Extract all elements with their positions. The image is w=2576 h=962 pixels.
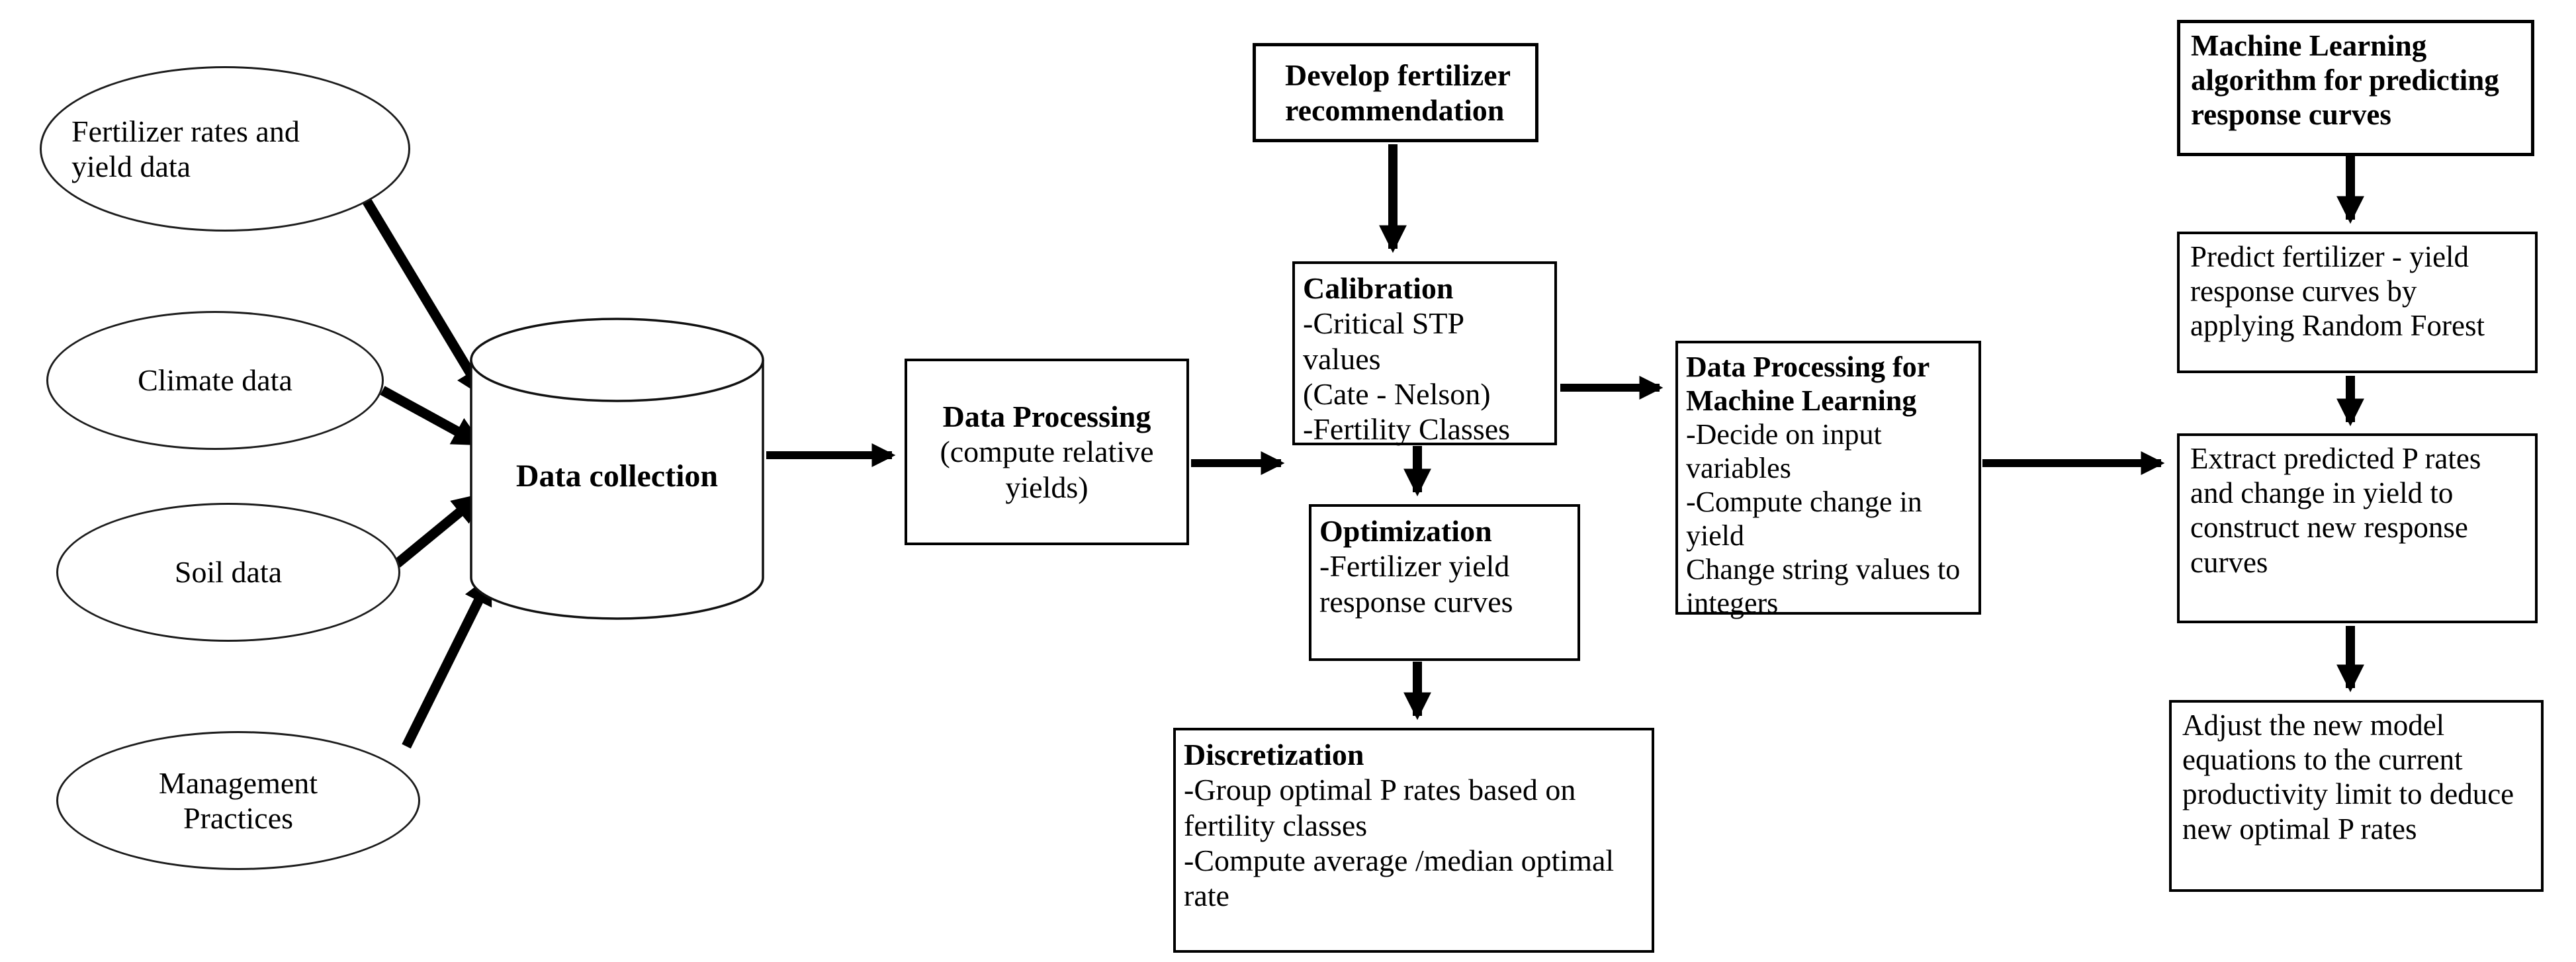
data-collection-cylinder: [470, 318, 764, 620]
box-ml-algorithm: Machine Learning algorithm for predictin…: [2177, 20, 2534, 156]
arrow-fertilizer-to-collection: [361, 196, 488, 398]
box-develop-recommendation-label: Develop fertilizer recommendation: [1285, 58, 1511, 127]
box-calibration-title: Calibration: [1303, 271, 1454, 305]
arrow-management-to-collection: [402, 574, 494, 749]
box-discretization-title: Discretization: [1184, 738, 1364, 771]
data-collection-label: Data collection: [515, 459, 719, 494]
ellipse-management-practices: Management Practices: [56, 731, 420, 870]
box-data-processing-subtitle: (compute relative yields): [940, 435, 1154, 504]
box-ml-data-processing-line3: Change string values to integers: [1686, 553, 1961, 620]
box-calibration-line1: -Critical STP values: [1303, 306, 1464, 376]
box-ml-data-processing: Data Processing for Machine Learning -De…: [1675, 341, 1981, 619]
box-optimization: Optimization -Fertilizer yield response …: [1309, 504, 1580, 661]
arrow-climate-to-collection: [380, 386, 483, 448]
box-optimization-line1: -Fertilizer yield response curves: [1319, 549, 1513, 619]
box-ml-data-processing-line1: -Decide on input variables: [1686, 418, 1882, 485]
ellipse-management-practices-label: Management Practices: [158, 765, 318, 835]
box-data-processing-title: Data Processing: [942, 399, 1151, 433]
box-ml-algorithm-label: Machine Learning algorithm for predictin…: [2191, 29, 2499, 132]
box-develop-recommendation: Develop fertilizer recommendation: [1253, 43, 1538, 142]
box-adjust-model-label: Adjust the new model equations to the cu…: [2182, 709, 2514, 846]
ellipse-climate-data: Climate data: [46, 311, 384, 450]
ellipse-fertilizer-yield-data: Fertilizer rates and yield data: [40, 66, 410, 232]
box-discretization-line1: -Group optimal P rates based on fertilit…: [1184, 773, 1576, 842]
box-adjust-model: Adjust the new model equations to the cu…: [2169, 700, 2544, 892]
box-calibration-line3: -Fertility Classes: [1303, 412, 1511, 447]
box-discretization-line2: -Compute average /median optimal rate: [1184, 844, 1615, 913]
ellipse-soil-data-label: Soil data: [174, 555, 283, 590]
box-optimization-title: Optimization: [1319, 514, 1492, 548]
box-predict-curves-label: Predict fertilizer - yield response curv…: [2190, 240, 2485, 343]
box-extract-rates: Extract predicted P rates and change in …: [2177, 433, 2538, 623]
box-ml-data-processing-title: Data Processing for Machine Learning: [1686, 351, 1930, 417]
box-calibration: Calibration -Critical STP values (Cate -…: [1292, 261, 1557, 447]
box-predict-curves: Predict fertilizer - yield response curv…: [2177, 232, 2538, 373]
box-calibration-line2: (Cate - Nelson): [1303, 377, 1491, 412]
ellipse-climate-data-label: Climate data: [138, 363, 292, 398]
box-discretization: Discretization -Group optimal P rates ba…: [1173, 728, 1654, 953]
box-extract-rates-label: Extract predicted P rates and change in …: [2190, 442, 2481, 579]
box-data-processing: Data Processing (compute relative yields…: [905, 359, 1189, 545]
box-ml-data-processing-line2: -Compute change in yield: [1686, 486, 1922, 552]
arrow-soil-to-collection: [394, 492, 483, 568]
ellipse-fertilizer-yield-data-label: Fertilizer rates and yield data: [71, 114, 300, 183]
ellipse-soil-data: Soil data: [56, 503, 400, 642]
